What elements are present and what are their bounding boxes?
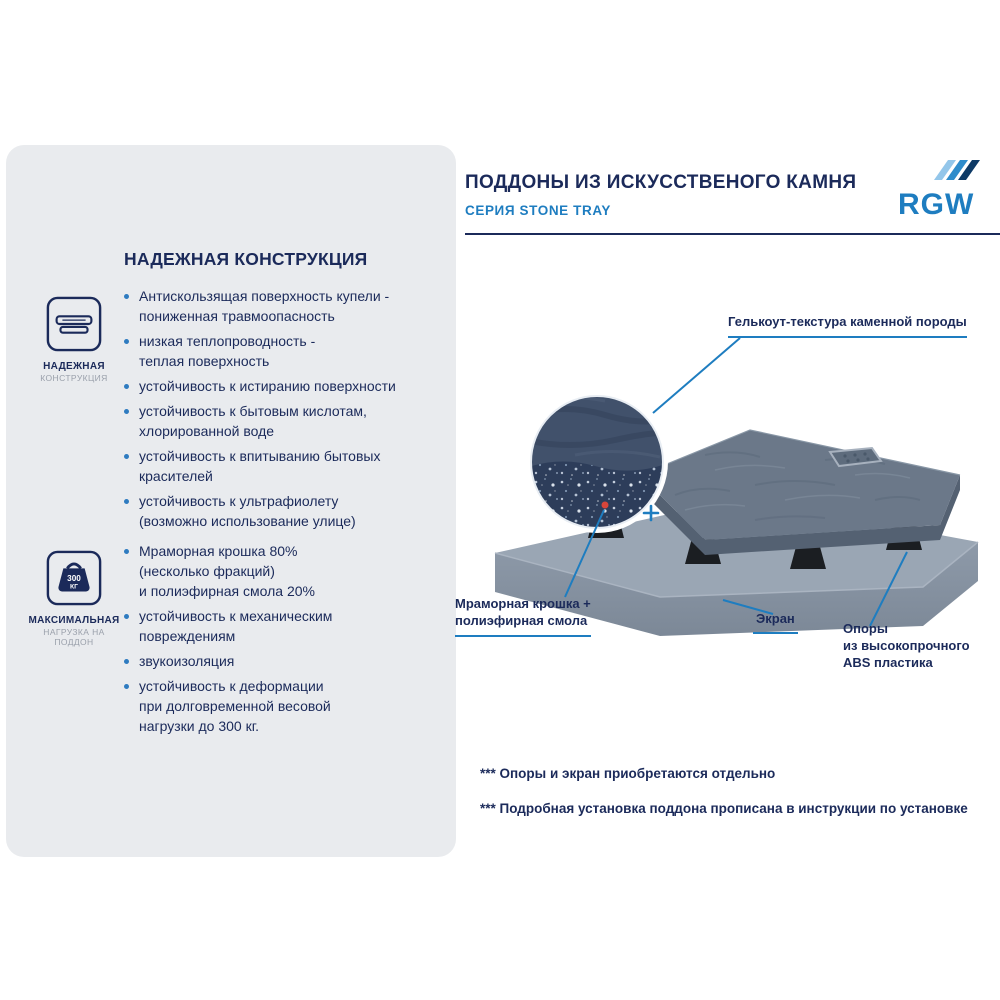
bullet-dot <box>124 659 129 664</box>
list-item: устойчивость к истиранию поверхности <box>124 376 454 396</box>
marble-marker-dot <box>601 501 609 509</box>
rgw-logo: RGW <box>898 158 994 224</box>
weight-unit-text: КГ <box>70 584 78 591</box>
bullet-dot <box>124 454 129 459</box>
list-item: Мраморная крошка 80% (несколько фракций)… <box>124 541 454 601</box>
drain-icon <box>828 446 883 468</box>
bullet-dot <box>124 339 129 344</box>
callout-line-marble <box>564 509 605 598</box>
badge-label-line2: НАГРУЗКА НА ПОДДОН <box>43 627 105 647</box>
list-item: устойчивость к деформации при долговреме… <box>124 676 454 736</box>
bullet-dot <box>124 684 129 689</box>
plus-icon <box>642 504 660 522</box>
badge-label-line1: НАДЕЖНАЯ <box>43 361 105 372</box>
weight-value-text: 300 <box>67 574 81 583</box>
rgw-logo-text: RGW <box>898 188 974 221</box>
badge-label-line1: МАКСИМАЛЬНАЯ <box>28 615 120 626</box>
bullet-dot <box>124 499 129 504</box>
list-item: устойчивость к ультрафиолету (возможно и… <box>124 491 454 531</box>
list-item: низкая теплопроводность - теплая поверхн… <box>124 331 454 371</box>
list-item: Антискользящая поверхность купели - пони… <box>124 286 454 326</box>
feature-list-construction: Антискользящая поверхность купели - пони… <box>124 286 454 536</box>
callout-screen: Экран <box>753 611 798 634</box>
stone-texture-highlights <box>684 464 911 511</box>
list-item: устойчивость к механическим повреждениям <box>124 606 454 646</box>
tray-construction-icon <box>46 296 102 352</box>
panel-title: НАДЕЖНАЯ КОНСТРУКЦИЯ <box>124 249 368 269</box>
product-diagram <box>494 337 979 636</box>
callout-marble: Мраморная крошка + полиэфирная смола <box>455 596 591 637</box>
callout-line-gelcoat <box>652 337 741 414</box>
callout-line-supports <box>869 551 908 627</box>
callout-gelcoat: Гелькоут-текстура каменной породы <box>728 314 967 338</box>
bullet-dot <box>124 549 129 554</box>
features-panel: НАДЕЖНАЯ КОНСТРУКЦИЯ НАДЕЖНАЯ КОНСТРУКЦИ… <box>6 145 456 857</box>
list-item: звукоизоляция <box>124 651 454 671</box>
list-item: устойчивость к впитыванию бытовых красит… <box>124 446 454 486</box>
footnote-installation-manual: *** Подробная установка поддона прописан… <box>480 801 968 816</box>
rgw-logo-icon: RGW <box>898 160 980 221</box>
footnote-supports-sold-separately: *** Опоры и экран приобретаются отдельно <box>480 766 776 781</box>
page-title: ПОДДОНЫ ИЗ ИСКУССТВЕНОГО КАМНЯ <box>465 172 857 193</box>
reliability-badge: НАДЕЖНАЯ КОНСТРУКЦИЯ <box>24 295 124 383</box>
max-load-badge: 300 КГ МАКСИМАЛЬНАЯ НАГРУЗКА НА ПОДДОН <box>24 549 124 647</box>
shower-tray <box>639 429 961 555</box>
bullet-dot <box>124 409 129 414</box>
bullet-dot <box>124 294 129 299</box>
callout-supports: Опоры из высокопрочного ABS пластика <box>843 621 970 670</box>
bullet-dot <box>124 614 129 619</box>
texture-zoom-circle <box>526 391 668 533</box>
weight-icon: 300 КГ <box>46 550 102 606</box>
callout-line-screen <box>722 599 774 615</box>
feature-list-material: Мраморная крошка 80% (несколько фракций)… <box>124 541 454 741</box>
header-divider <box>465 233 1000 235</box>
badge-label-line2: КОНСТРУКЦИЯ <box>40 373 108 383</box>
bullet-dot <box>124 384 129 389</box>
series-subtitle: СЕРИЯ STONE TRAY <box>465 203 612 218</box>
list-item: устойчивость к бытовым кислотам, хлориро… <box>124 401 454 441</box>
